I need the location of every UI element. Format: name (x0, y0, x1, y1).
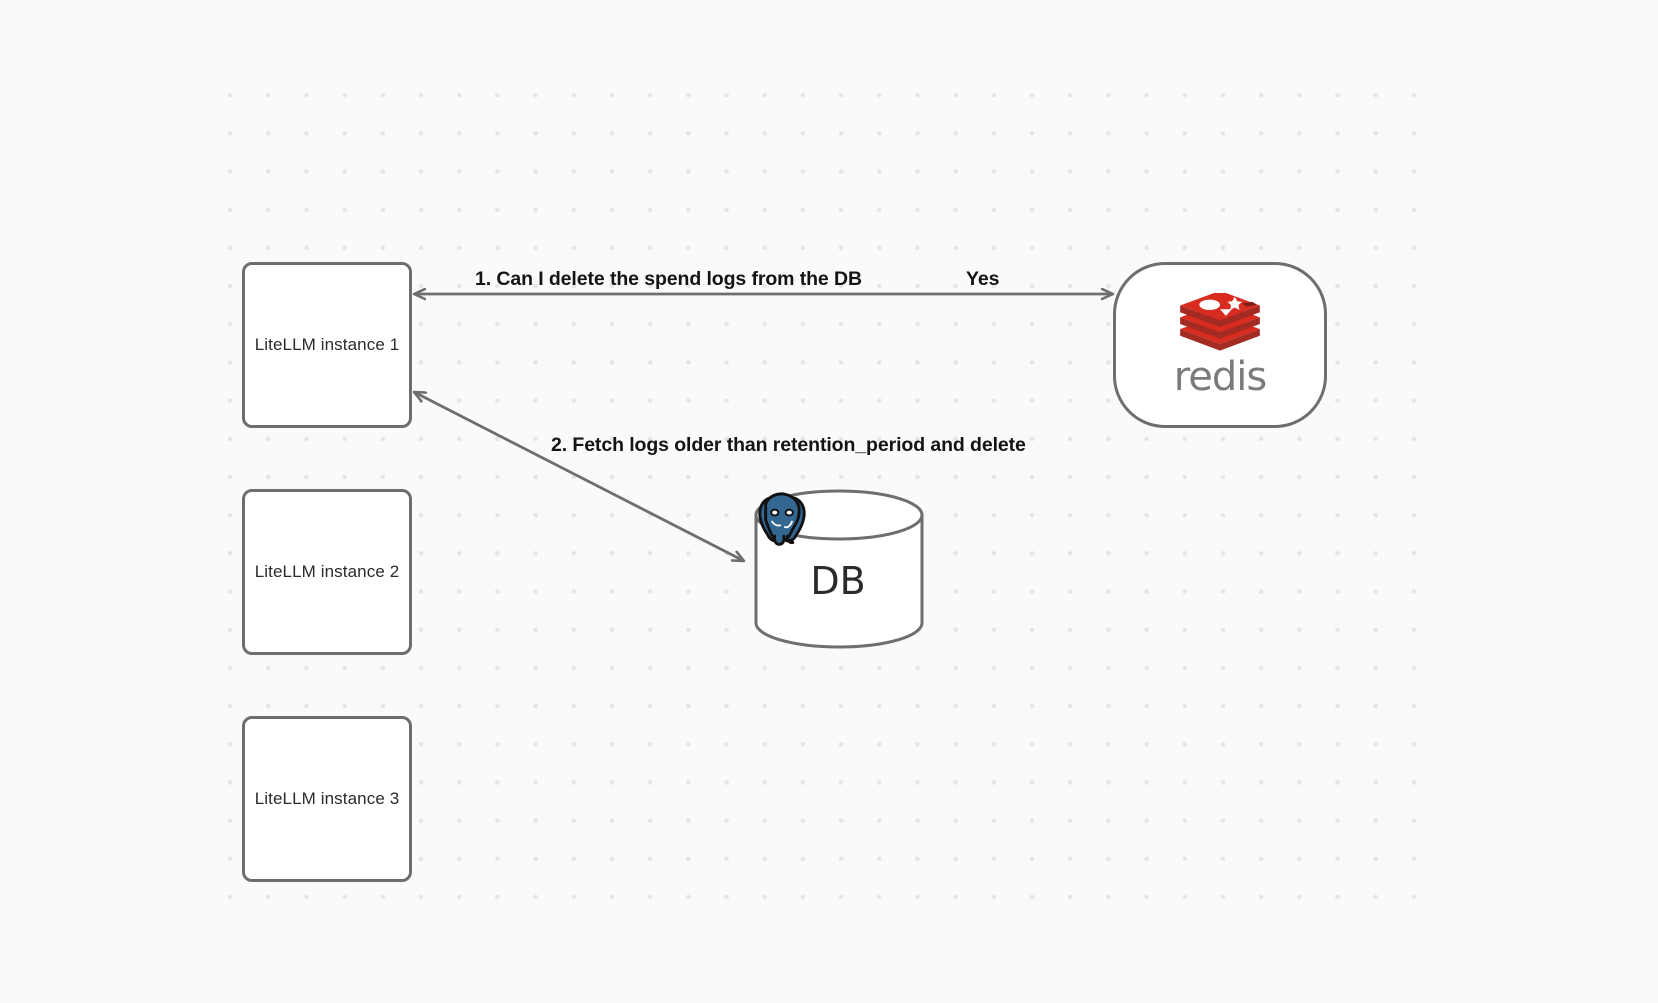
postgresql-elephant-icon (758, 492, 806, 546)
node-redis[interactable]: redis (1113, 262, 1327, 428)
node-litellm-instance-3-label: LiteLLM instance 3 (254, 789, 400, 808)
node-litellm-instance-2[interactable]: LiteLLM instance 2 (242, 489, 412, 655)
node-litellm-instance-2-label: LiteLLM instance 2 (254, 562, 400, 581)
edge-1-reply-label: Yes (966, 268, 1000, 290)
edge-2-label: 2. Fetch logs older than retention_perio… (551, 434, 1026, 456)
redis-wordmark: redis (1173, 354, 1268, 400)
node-litellm-instance-3[interactable]: LiteLLM instance 3 (242, 716, 412, 882)
node-litellm-instance-1-label: LiteLLM instance 1 (254, 335, 400, 354)
node-database[interactable]: DB (753, 489, 925, 649)
edge-litellm1-database (414, 392, 744, 561)
database-label: DB (810, 559, 866, 603)
edge-1-label: 1. Can I delete the spend logs from the … (475, 268, 862, 290)
redis-logo-icon (1180, 293, 1260, 351)
node-litellm-instance-1[interactable]: LiteLLM instance 1 (242, 262, 412, 428)
